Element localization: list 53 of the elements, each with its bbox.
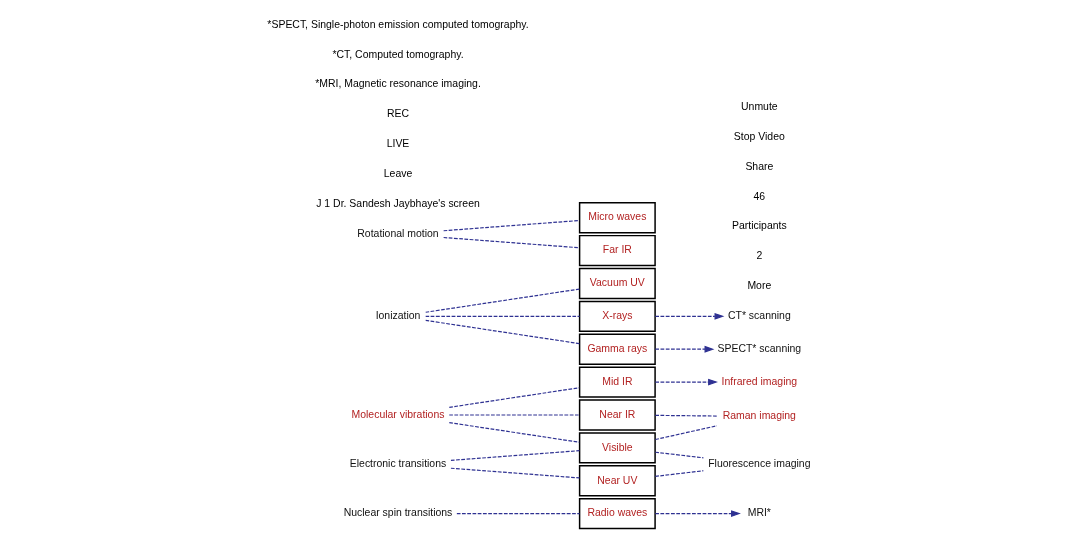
node-box: X-rays (578, 300, 656, 333)
connector (443, 219, 580, 232)
connector (425, 288, 581, 313)
connector (654, 451, 704, 459)
arrow (654, 345, 715, 353)
label: Share (745, 160, 774, 172)
node-text: Infrared imaging (721, 375, 798, 387)
label: Leave (383, 168, 413, 180)
arrow (654, 378, 718, 386)
connector (425, 319, 581, 345)
node-box: Micro waves (578, 202, 656, 234)
label: Stop Video (733, 130, 785, 142)
connector (450, 467, 581, 479)
node-text: CT* scanning (727, 310, 791, 322)
connector (450, 450, 581, 461)
node-box: Mid IR (578, 366, 656, 398)
node-text: Electronic transitions (349, 458, 447, 470)
node-box: Vacuum UV (578, 267, 656, 300)
node-text: Fluorescence imaging (708, 458, 811, 470)
connector (448, 387, 580, 408)
node-box: Near UV (578, 465, 656, 497)
node-text: Rotational motion (357, 227, 439, 239)
node-text: MRI* (747, 507, 771, 519)
label: *CT, Computed tomography. (332, 48, 464, 60)
node-text: Molecular vibrations (351, 408, 445, 420)
label: *MRI, Magnetic resonance imaging. (315, 78, 481, 90)
label: More (747, 280, 772, 292)
arrow (654, 312, 725, 320)
label: *SPECT, Single-photon emission computed tomography. (267, 18, 529, 30)
node-text: SPECT* scanning (717, 342, 802, 354)
connector (443, 236, 580, 249)
node-box: Gamma rays (578, 333, 656, 365)
arrow (654, 510, 741, 518)
label: REC (386, 108, 410, 120)
label: LIVE (386, 138, 410, 150)
label: 2 (756, 250, 763, 262)
node-text: Raman imaging (722, 410, 796, 422)
label: J 1 Dr. Sandesh Jaybhaye's screen (316, 198, 480, 209)
label: Participants (732, 220, 787, 232)
label: 46 (753, 190, 766, 202)
connector (654, 470, 704, 477)
label: Unmute (741, 100, 778, 112)
node-text: Ionization (375, 310, 421, 322)
node-text: Nuclear spin transitions (343, 507, 453, 519)
connector (654, 425, 718, 441)
connector (654, 414, 718, 417)
connector (456, 513, 581, 515)
connector (448, 422, 580, 443)
node-box: Near IR (578, 399, 656, 431)
connector (425, 315, 581, 317)
node-box: Far IR (578, 234, 656, 267)
node-box: Radio waves (578, 497, 656, 530)
node-box: Visible (578, 432, 656, 464)
